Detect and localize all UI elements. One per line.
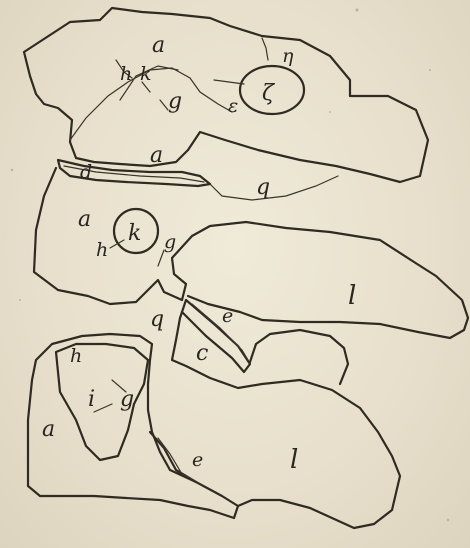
label-l-lower: l (290, 445, 298, 475)
label-k-mid: k (128, 221, 141, 246)
label-e-upper: e (222, 305, 233, 327)
label-eta: η (282, 45, 294, 67)
lower-spine-upper (250, 330, 348, 384)
epsilon-pointer (214, 80, 244, 84)
label-h-mid: h (96, 239, 108, 261)
i-pointer (94, 404, 112, 412)
lower-ligament-strip (150, 432, 196, 482)
label-g-top: g (168, 89, 182, 114)
label-zeta: ζ (262, 81, 276, 106)
middle-vertebra-top-edge (210, 176, 338, 200)
label-g-mid: g (164, 231, 176, 253)
lower-spine (172, 300, 400, 528)
label-c: c (196, 341, 208, 366)
label-l-upper: l (348, 281, 356, 311)
g-top-pointer (160, 100, 168, 110)
label-d: d (80, 161, 92, 183)
top-vertebra-outline (24, 8, 428, 182)
eta-arc (262, 38, 268, 60)
label-a-left: a (78, 207, 91, 232)
label-k-top: k (140, 63, 152, 85)
upper-ligament-strip (182, 300, 250, 372)
label-epsilon: ε (228, 95, 238, 117)
label-q-lower: q (150, 307, 164, 332)
paper-specks (11, 9, 449, 522)
label-h-low: h (70, 345, 82, 367)
label-i: i (88, 387, 95, 412)
label-h-top: h (120, 63, 132, 85)
label-a-top: a (152, 33, 165, 58)
label-a-low: a (42, 417, 55, 442)
label-e-lower: e (192, 449, 203, 471)
label-g-low: g (120, 387, 134, 412)
label-a-mid-upper: a (150, 143, 163, 168)
label-q-upper: q (256, 175, 270, 200)
